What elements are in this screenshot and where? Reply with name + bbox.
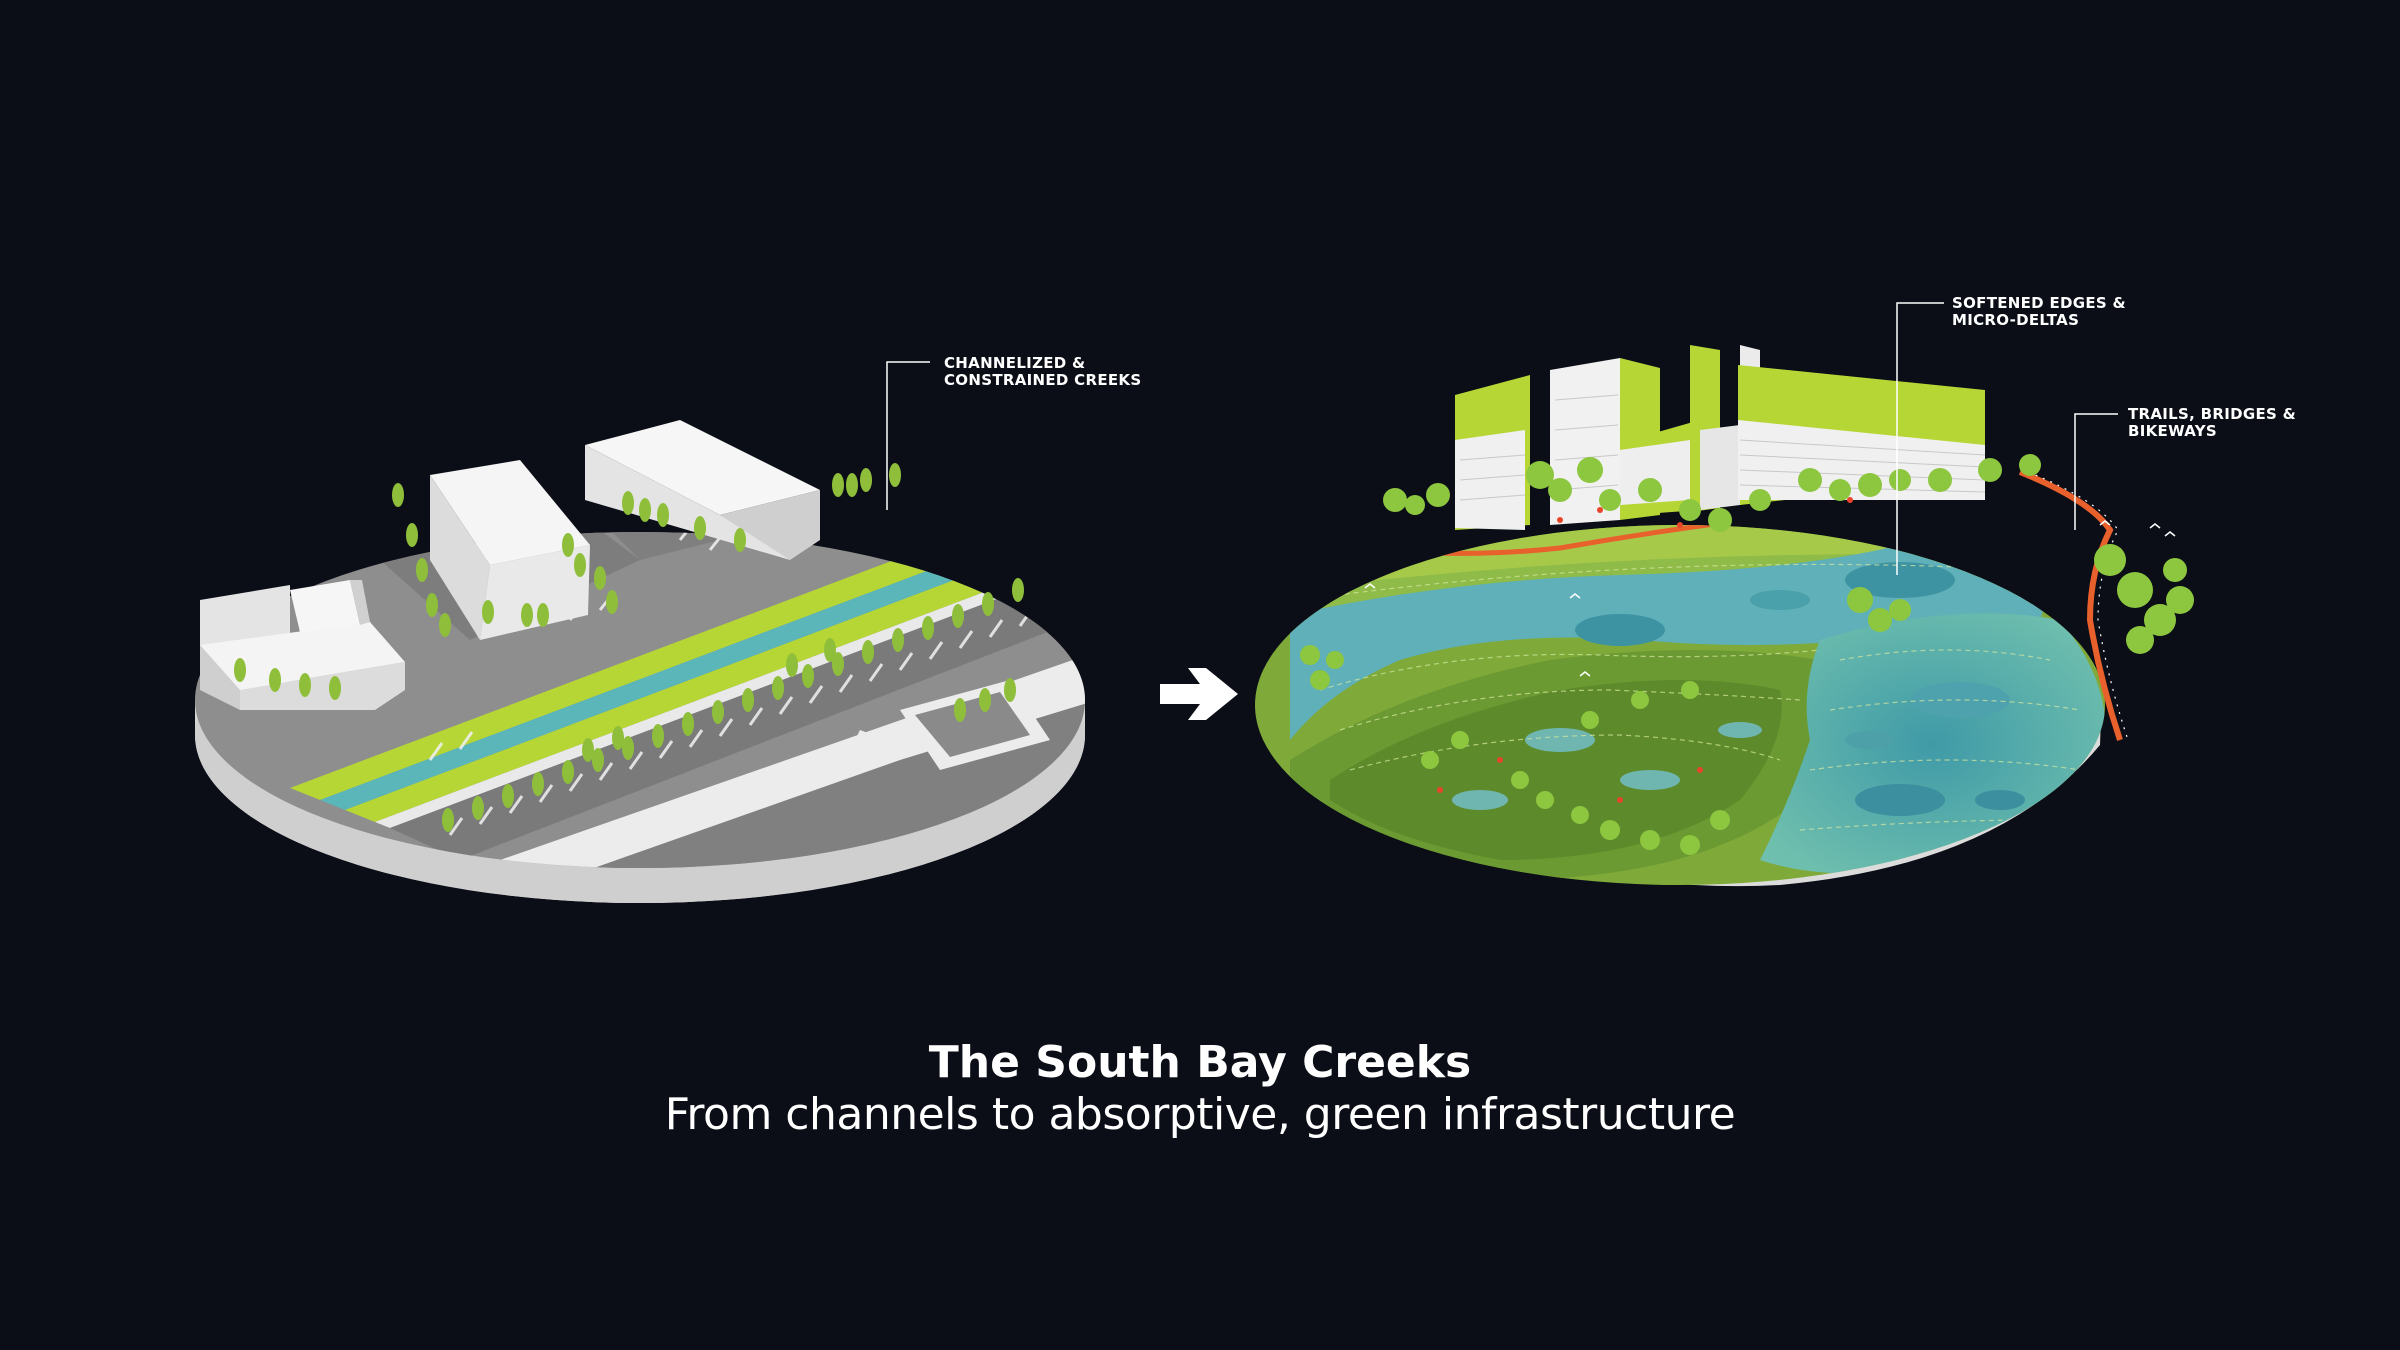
creek-bank-upper (290, 532, 1030, 800)
page-title: The South Bay Creeks (928, 1037, 1472, 1088)
annotation-trails: TRAILS, BRIDGES & BIKEWAYS (2128, 406, 2296, 440)
building-center (430, 460, 590, 640)
annotation-line: MICRO-DELTAS (1952, 311, 2080, 329)
leader-trails (2074, 413, 2118, 530)
mixed-use-buildings (1455, 345, 1986, 530)
leader-edges (1896, 302, 1944, 575)
trees-before (234, 463, 1024, 832)
channelized-creek (320, 532, 1055, 810)
annotation-line: BIKEWAYS (2128, 422, 2217, 440)
leader-before (886, 361, 930, 510)
annotation-softened-edges: SOFTENED EDGES & MICRO-DELTAS (1952, 295, 2126, 329)
caption: The South Bay Creeks From channels to ab… (0, 1036, 2400, 1140)
annotation-line: SOFTENED EDGES & (1952, 294, 2126, 312)
trees-after (1300, 454, 2194, 855)
annotation-line: CONSTRAINED CREEKS (944, 371, 1142, 389)
transition-arrow-icon (1160, 668, 1238, 720)
annotation-line: TRAILS, BRIDGES & (2128, 405, 2297, 423)
before-disc (195, 420, 1085, 903)
after-disc (1255, 345, 2194, 887)
building-left (200, 580, 405, 710)
micro-delta-wetland (1760, 613, 2105, 874)
annotation-channelized: CHANNELIZED & CONSTRAINED CREEKS (944, 355, 1141, 389)
bridge-bikeway (2018, 469, 2123, 741)
creek-bank-lower (345, 542, 1085, 822)
page-subtitle: From channels to absorptive, green infra… (664, 1089, 1736, 1140)
annotation-line: CHANNELIZED & (944, 354, 1086, 372)
